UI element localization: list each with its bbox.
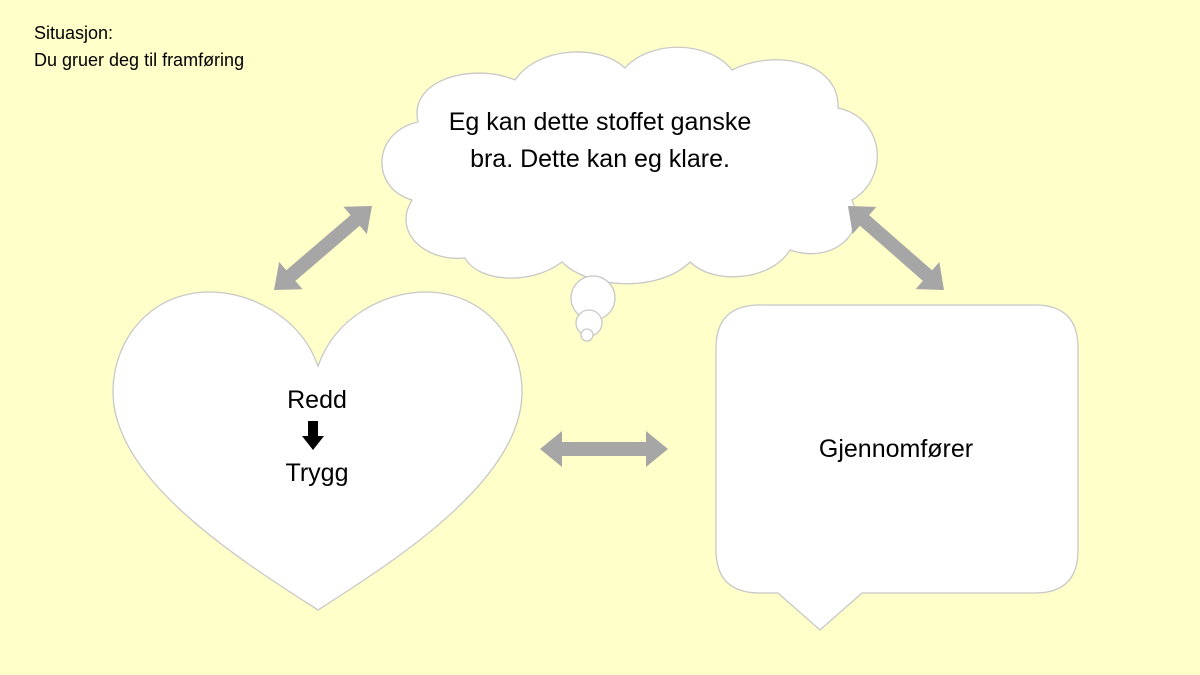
arrow-thought-action xyxy=(847,205,945,291)
situation-description: Du gruer deg til framføring xyxy=(34,50,245,70)
arrow-feeling-action xyxy=(540,431,668,467)
action-speech-bubble xyxy=(715,304,1079,631)
situation-text: Situasjon: Du gruer deg til framføring xyxy=(34,20,244,74)
thought-text: Eg kan dette stoffet ganske bra. Dette k… xyxy=(448,108,752,173)
feeling-heart xyxy=(112,291,523,611)
action-label: Gjennomfører xyxy=(818,435,974,463)
arrow-thought-feeling xyxy=(274,205,372,291)
feeling-to-label: Trygg xyxy=(285,459,349,487)
down-arrow-icon xyxy=(302,421,324,450)
feeling-from-label: Redd xyxy=(287,386,347,414)
thought-bubble-small xyxy=(580,328,594,342)
thought-cloud xyxy=(381,46,878,342)
situation-label: Situasjon: xyxy=(34,23,114,43)
cloud-shape xyxy=(381,46,878,285)
